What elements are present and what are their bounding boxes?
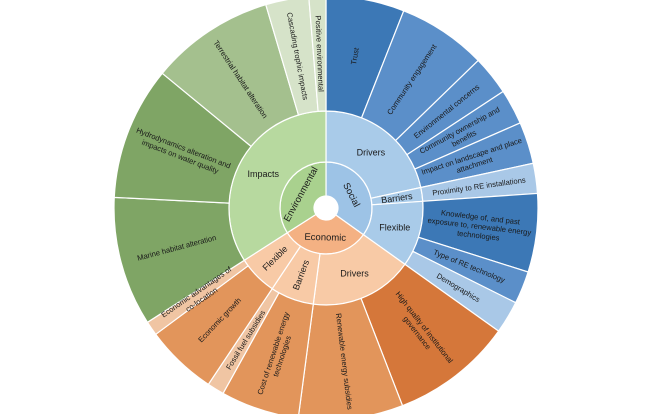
- label-social-drivers: Drivers: [357, 148, 386, 158]
- segment-environmental-impacts-positive-environmental: [308, 0, 327, 112]
- label-environmental-impacts-positive-environmental: Positive environmental: [314, 15, 326, 92]
- label-economic-drivers: Drivers: [340, 269, 369, 279]
- label-social-flexible: Flexible: [379, 223, 410, 233]
- label-economic: Economic: [304, 232, 346, 244]
- label-social-drivers-trust: Trust: [349, 46, 361, 65]
- label-environmental-impacts: Impacts: [248, 169, 280, 179]
- center-hole: [314, 196, 338, 220]
- label-social-barriers: Barriers: [381, 191, 414, 205]
- segment-economic-drivers-renewable-energy-subsidies: [298, 297, 404, 414]
- sunburst-segments: [113, 0, 539, 414]
